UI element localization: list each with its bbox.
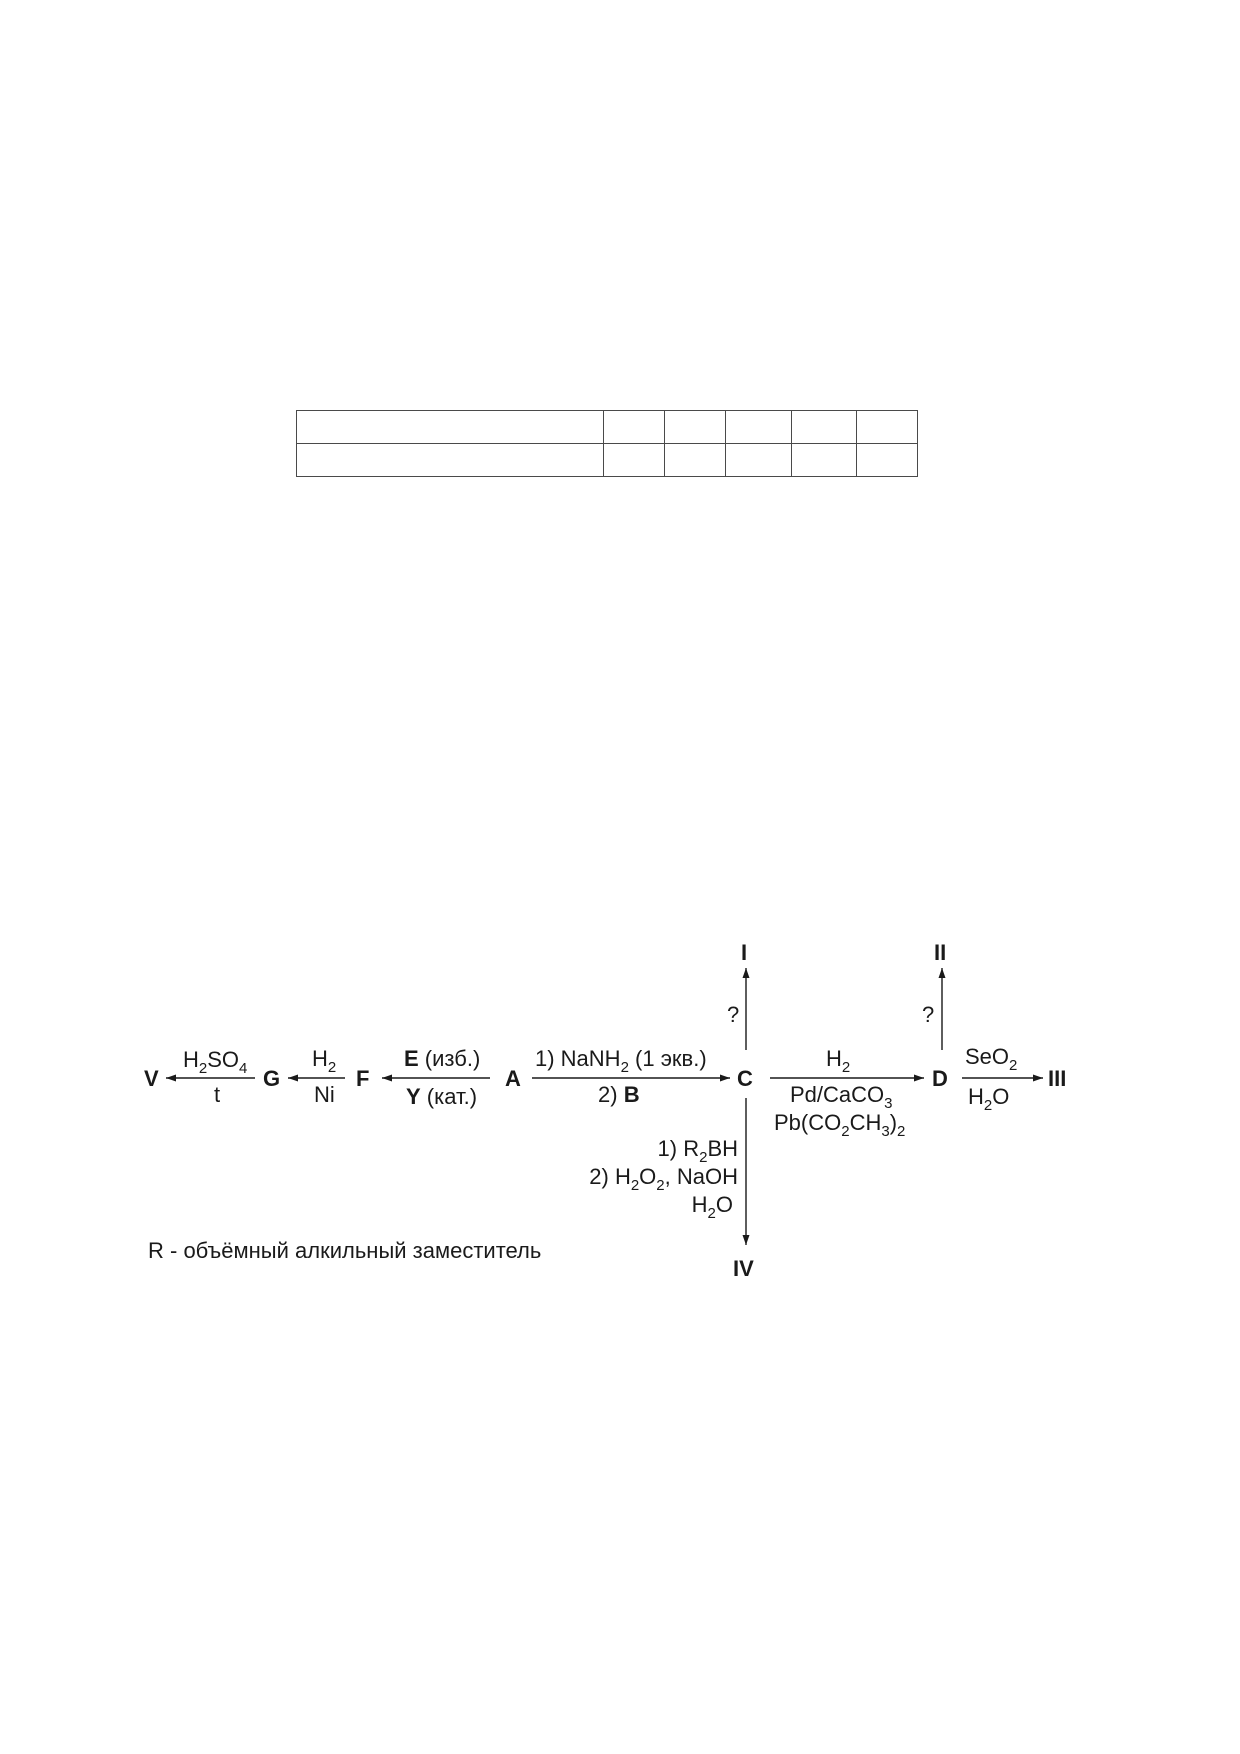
answer-table-row — [296, 443, 918, 477]
substituent-note: R - объёмный алкильный заместитель — [148, 1238, 542, 1263]
compound-d: D — [932, 1066, 948, 1091]
reagent-c-to-d-below-2: Pb(CO2CH3)2 — [774, 1110, 905, 1140]
reagent-f-to-g-below: Ni — [314, 1082, 335, 1107]
answer-table-cell — [856, 443, 918, 477]
reagent-c-to-d-below-1: Pd/CaCO3 — [790, 1082, 893, 1112]
reagent-a-to-c-above: 1) NaNH2 (1 экв.) — [535, 1046, 707, 1076]
compound-g: G — [263, 1066, 280, 1091]
compound-f: F — [356, 1066, 369, 1091]
reagent-c-to-iv-line-3: H2O — [692, 1192, 733, 1222]
reagent-d-to-iii-above: SeO2 — [965, 1044, 1017, 1074]
reagent-a-to-f-below: Y (кат.) — [406, 1084, 477, 1109]
answer-table-cell — [664, 443, 726, 477]
reagent-f-to-g-above: H2 — [312, 1046, 336, 1076]
arrows — [166, 968, 1043, 1245]
answer-table-cell — [603, 443, 665, 477]
reagent-g-to-v-below: t — [214, 1082, 220, 1107]
reagent-c-to-d-above: H2 — [826, 1046, 850, 1076]
compound-a: A — [505, 1066, 521, 1091]
answer-table-cell — [856, 410, 918, 444]
reagent-g-to-v-above: H2SO4 — [183, 1047, 247, 1077]
answer-table-body — [296, 410, 918, 477]
reagent-c-to-i: ? — [727, 1002, 739, 1027]
compound-labels: V G F A C D III I II IV — [144, 940, 1066, 1281]
compound-ii: II — [934, 940, 946, 965]
compound-c: C — [737, 1066, 753, 1091]
answer-table-cell — [664, 410, 726, 444]
answer-table-cell — [296, 443, 604, 477]
reagent-d-to-iii-below: H2O — [968, 1084, 1009, 1114]
reagent-a-to-f-above: E (изб.) — [404, 1046, 480, 1071]
reagent-c-to-iv-line-1: 1) R2BH — [658, 1136, 738, 1166]
reagent-a-to-c-below: 2) B — [598, 1082, 640, 1107]
answer-table-cell — [725, 443, 792, 477]
reagent-d-to-ii: ? — [922, 1002, 934, 1027]
compound-i: I — [741, 940, 747, 965]
compound-v: V — [144, 1066, 159, 1091]
reagent-c-to-iv-line-2: 2) H2O2, NaOH — [589, 1164, 738, 1194]
answer-table-cell — [791, 443, 857, 477]
answer-table — [296, 410, 918, 477]
compound-iii: III — [1048, 1066, 1066, 1091]
compound-iv: IV — [733, 1256, 754, 1281]
